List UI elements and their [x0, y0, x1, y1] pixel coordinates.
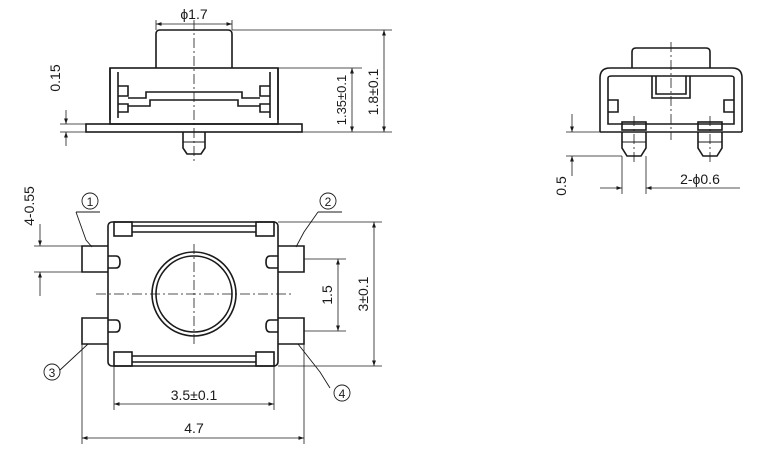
post-offset-label: 0.5 — [553, 176, 569, 196]
stem-diameter-label: ϕ1.7 — [180, 6, 208, 22]
pin-label-2: 2 — [325, 195, 332, 209]
pin-callout-3: 3 — [43, 343, 89, 381]
pin-callout-1: 1 — [75, 192, 100, 248]
total-height-label: 1.8±0.1 — [365, 68, 381, 115]
post-diameter-label: 2-ϕ0.6 — [680, 171, 720, 187]
side-view: 0.5 2-ϕ0.6 — [553, 42, 743, 196]
body-height-label: 1.35±0.1 — [334, 75, 349, 126]
front-view: ϕ1.7 0.15 1.35±0.1 1.8±0.1 — [47, 6, 392, 162]
pin-callout-2: 2 — [295, 192, 342, 248]
body-width-vertical-label: 3±0.1 — [355, 276, 371, 311]
pin-label-4: 4 — [339, 387, 346, 401]
top-view: 4-0.55 1.5 3±0.1 3.5±0.1 4.7 1 2 — [21, 186, 382, 444]
body-width-label: 3.5±0.1 — [171, 387, 218, 403]
pin-pitch-label: 1.5 — [319, 285, 335, 305]
pin-callout-4: 4 — [297, 343, 351, 402]
plate-thickness-label: 0.15 — [47, 64, 63, 91]
overall-length-label: 4.7 — [184, 420, 204, 436]
pin-label-1: 1 — [87, 195, 94, 209]
pin-label-3: 3 — [49, 366, 56, 380]
leg-width-label: 4-0.55 — [21, 186, 37, 226]
